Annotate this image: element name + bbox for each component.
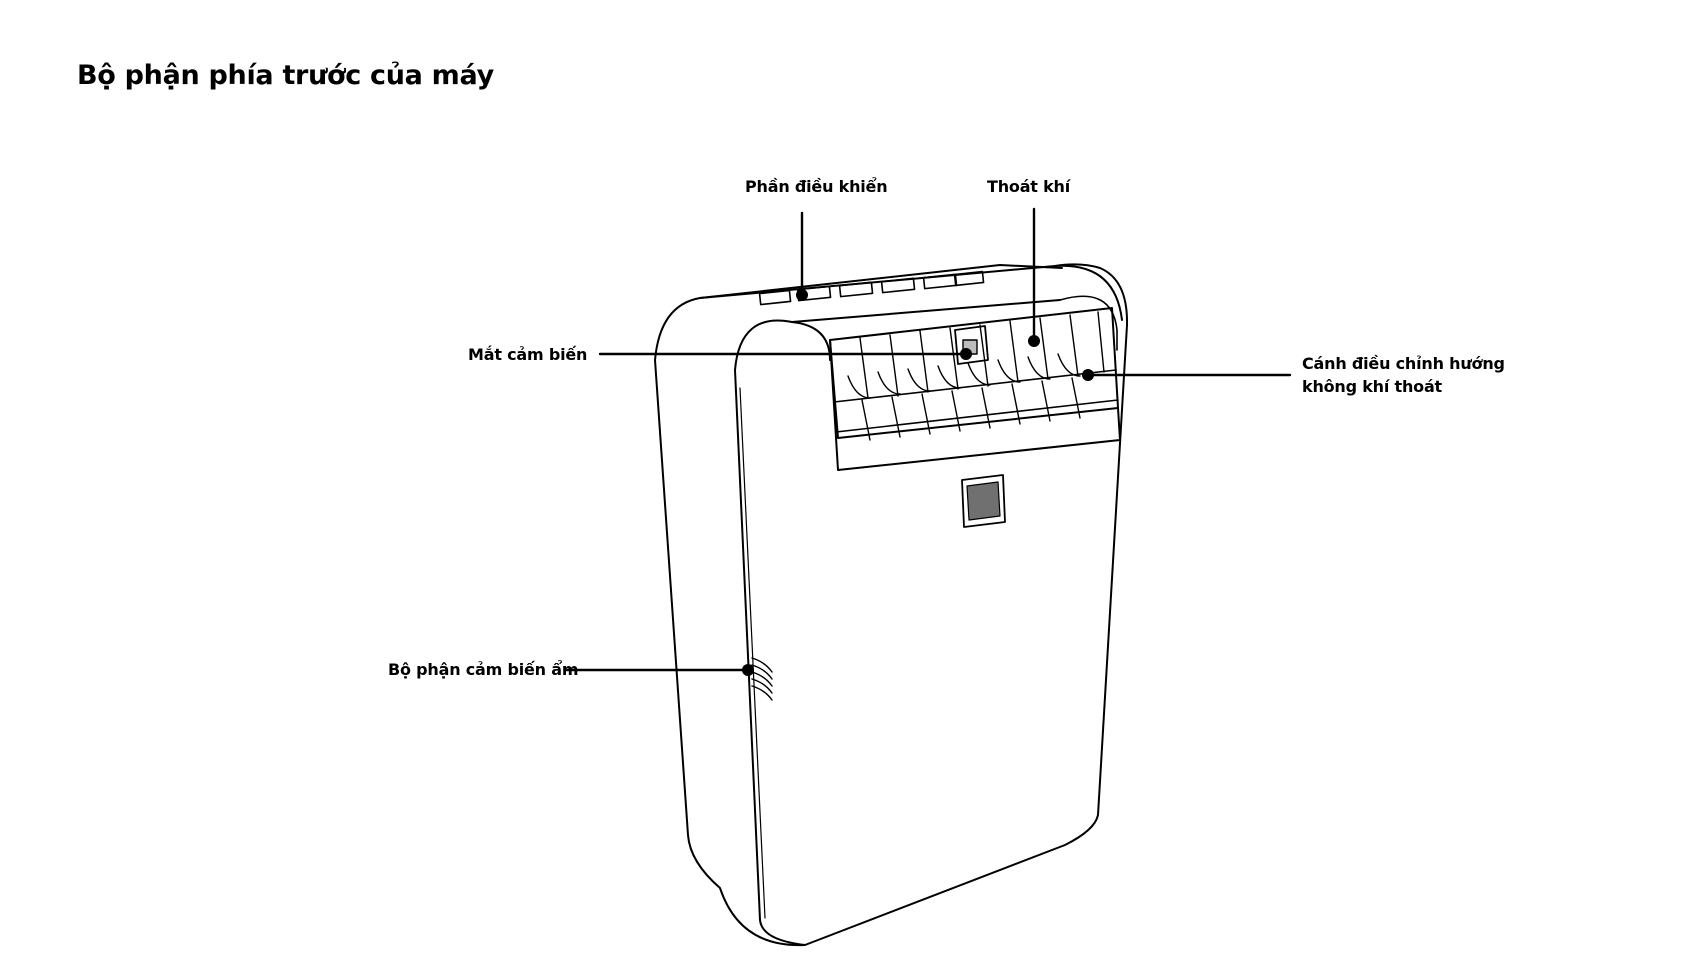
louver-label-line1: Cánh điều chỉnh hướng <box>1302 354 1505 373</box>
louver-label-line2: không khí thoát <box>1302 377 1443 396</box>
device-body <box>654 263 1129 947</box>
leader-lines <box>563 207 1292 672</box>
humidity-sensor-slits <box>751 657 773 701</box>
control-panel-label: Phần điều khiển <box>745 177 888 196</box>
air-outlet-marker <box>1028 335 1040 347</box>
air-outlet-grille <box>829 307 1121 471</box>
louver-marker <box>1082 369 1094 381</box>
control-panel-marker <box>796 289 808 301</box>
humidity-sensor-label: Bộ phận cảm biến ẩm <box>388 660 579 679</box>
humidity-sensor-marker <box>742 664 754 676</box>
page-title: Bộ phận phía trước của máy <box>77 60 494 91</box>
louver-label: Cánh điều chỉnh hướng không khí thoát <box>1302 352 1505 398</box>
display-window <box>961 474 1006 528</box>
air-outlet-label: Thoát khí <box>987 177 1071 196</box>
sensor-eye-marker <box>960 348 972 360</box>
sensor-eye-label: Mắt cảm biến <box>468 345 588 364</box>
